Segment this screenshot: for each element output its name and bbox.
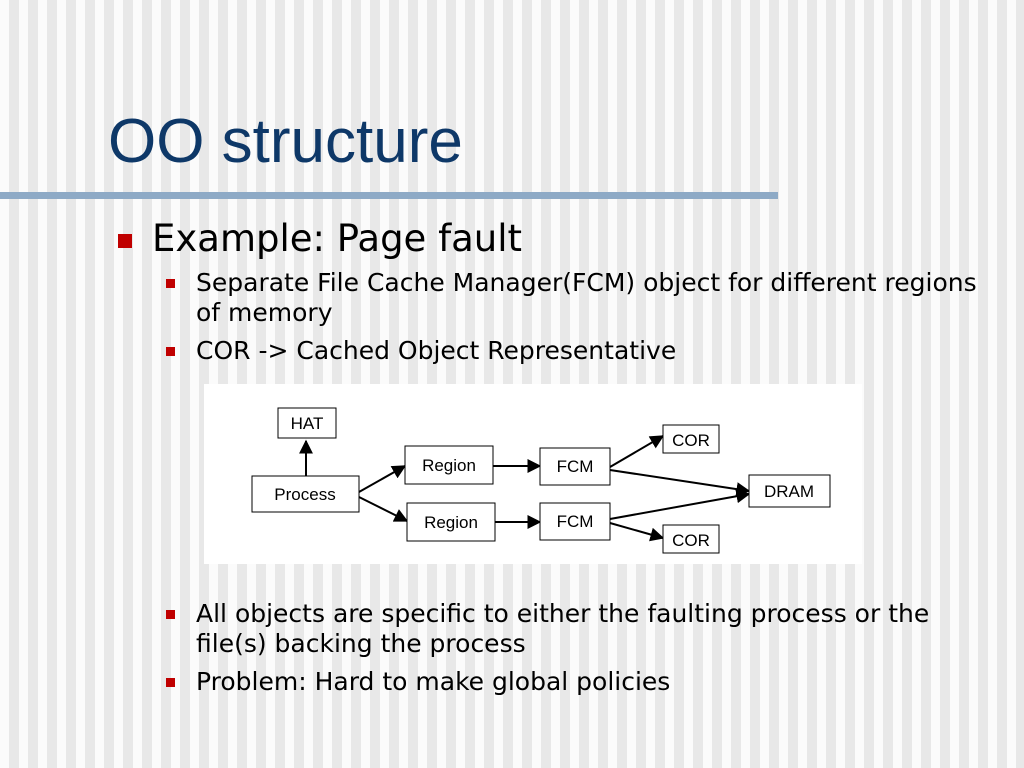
square-bullet-icon [166,678,175,687]
node-region-top: Region [404,445,494,485]
title-underline [0,192,778,199]
node-cor-bottom: COR [662,524,720,554]
edge-process-region-bottom [358,496,409,522]
bullet-text: Example: Page fault [152,217,523,260]
square-bullet-icon [166,610,175,619]
sub-bullet-objects-specific: All objects are specific to either the f… [166,599,996,659]
slide-title: OO structure [108,107,463,176]
node-hat: HAT [277,407,337,439]
sub-bullet-fcm: Separate File Cache Manager(FCM) object … [166,268,996,328]
bullet-text: All objects are specific to either the f… [196,599,930,658]
svg-text:COR: COR [672,431,710,450]
edge-fcm-cor-top [609,435,665,468]
svg-text:Region: Region [424,513,478,532]
bullet-text: COR -> Cached Object Representative [196,336,677,365]
node-fcm-top: FCM [539,447,611,486]
svg-text:HAT: HAT [291,414,324,433]
square-bullet-icon [166,279,175,288]
node-region-bottom: Region [406,502,496,542]
svg-text:Region: Region [422,456,476,475]
node-cor-top: COR [662,424,720,454]
square-bullet-icon [118,234,132,248]
node-fcm-bottom: FCM [539,502,611,541]
edge-process-region-top [358,465,407,493]
edge-fcm-bottom-dram [609,489,751,520]
svg-text:COR: COR [672,531,710,550]
edge-fcm-top-dram [609,469,751,497]
sub-bullet-cor: COR -> Cached Object Representative [166,336,996,366]
bullet-example-page-fault: Example: Page fault [118,217,523,260]
svg-text:FCM: FCM [557,457,594,476]
bullet-text: Separate File Cache Manager(FCM) object … [196,268,977,327]
svg-text:FCM: FCM [557,512,594,531]
square-bullet-icon [166,347,175,356]
node-dram: DRAM [748,474,831,508]
bullet-text: Problem: Hard to make global policies [196,667,671,696]
svg-text:Process: Process [274,485,335,504]
sub-bullet-problem: Problem: Hard to make global policies [166,667,996,697]
object-structure-diagram: HAT Process Region Region FCM FCM COR C [204,384,862,564]
node-process: Process [251,475,360,513]
svg-text:DRAM: DRAM [764,482,814,501]
edge-fcm-cor-bottom [609,522,665,542]
